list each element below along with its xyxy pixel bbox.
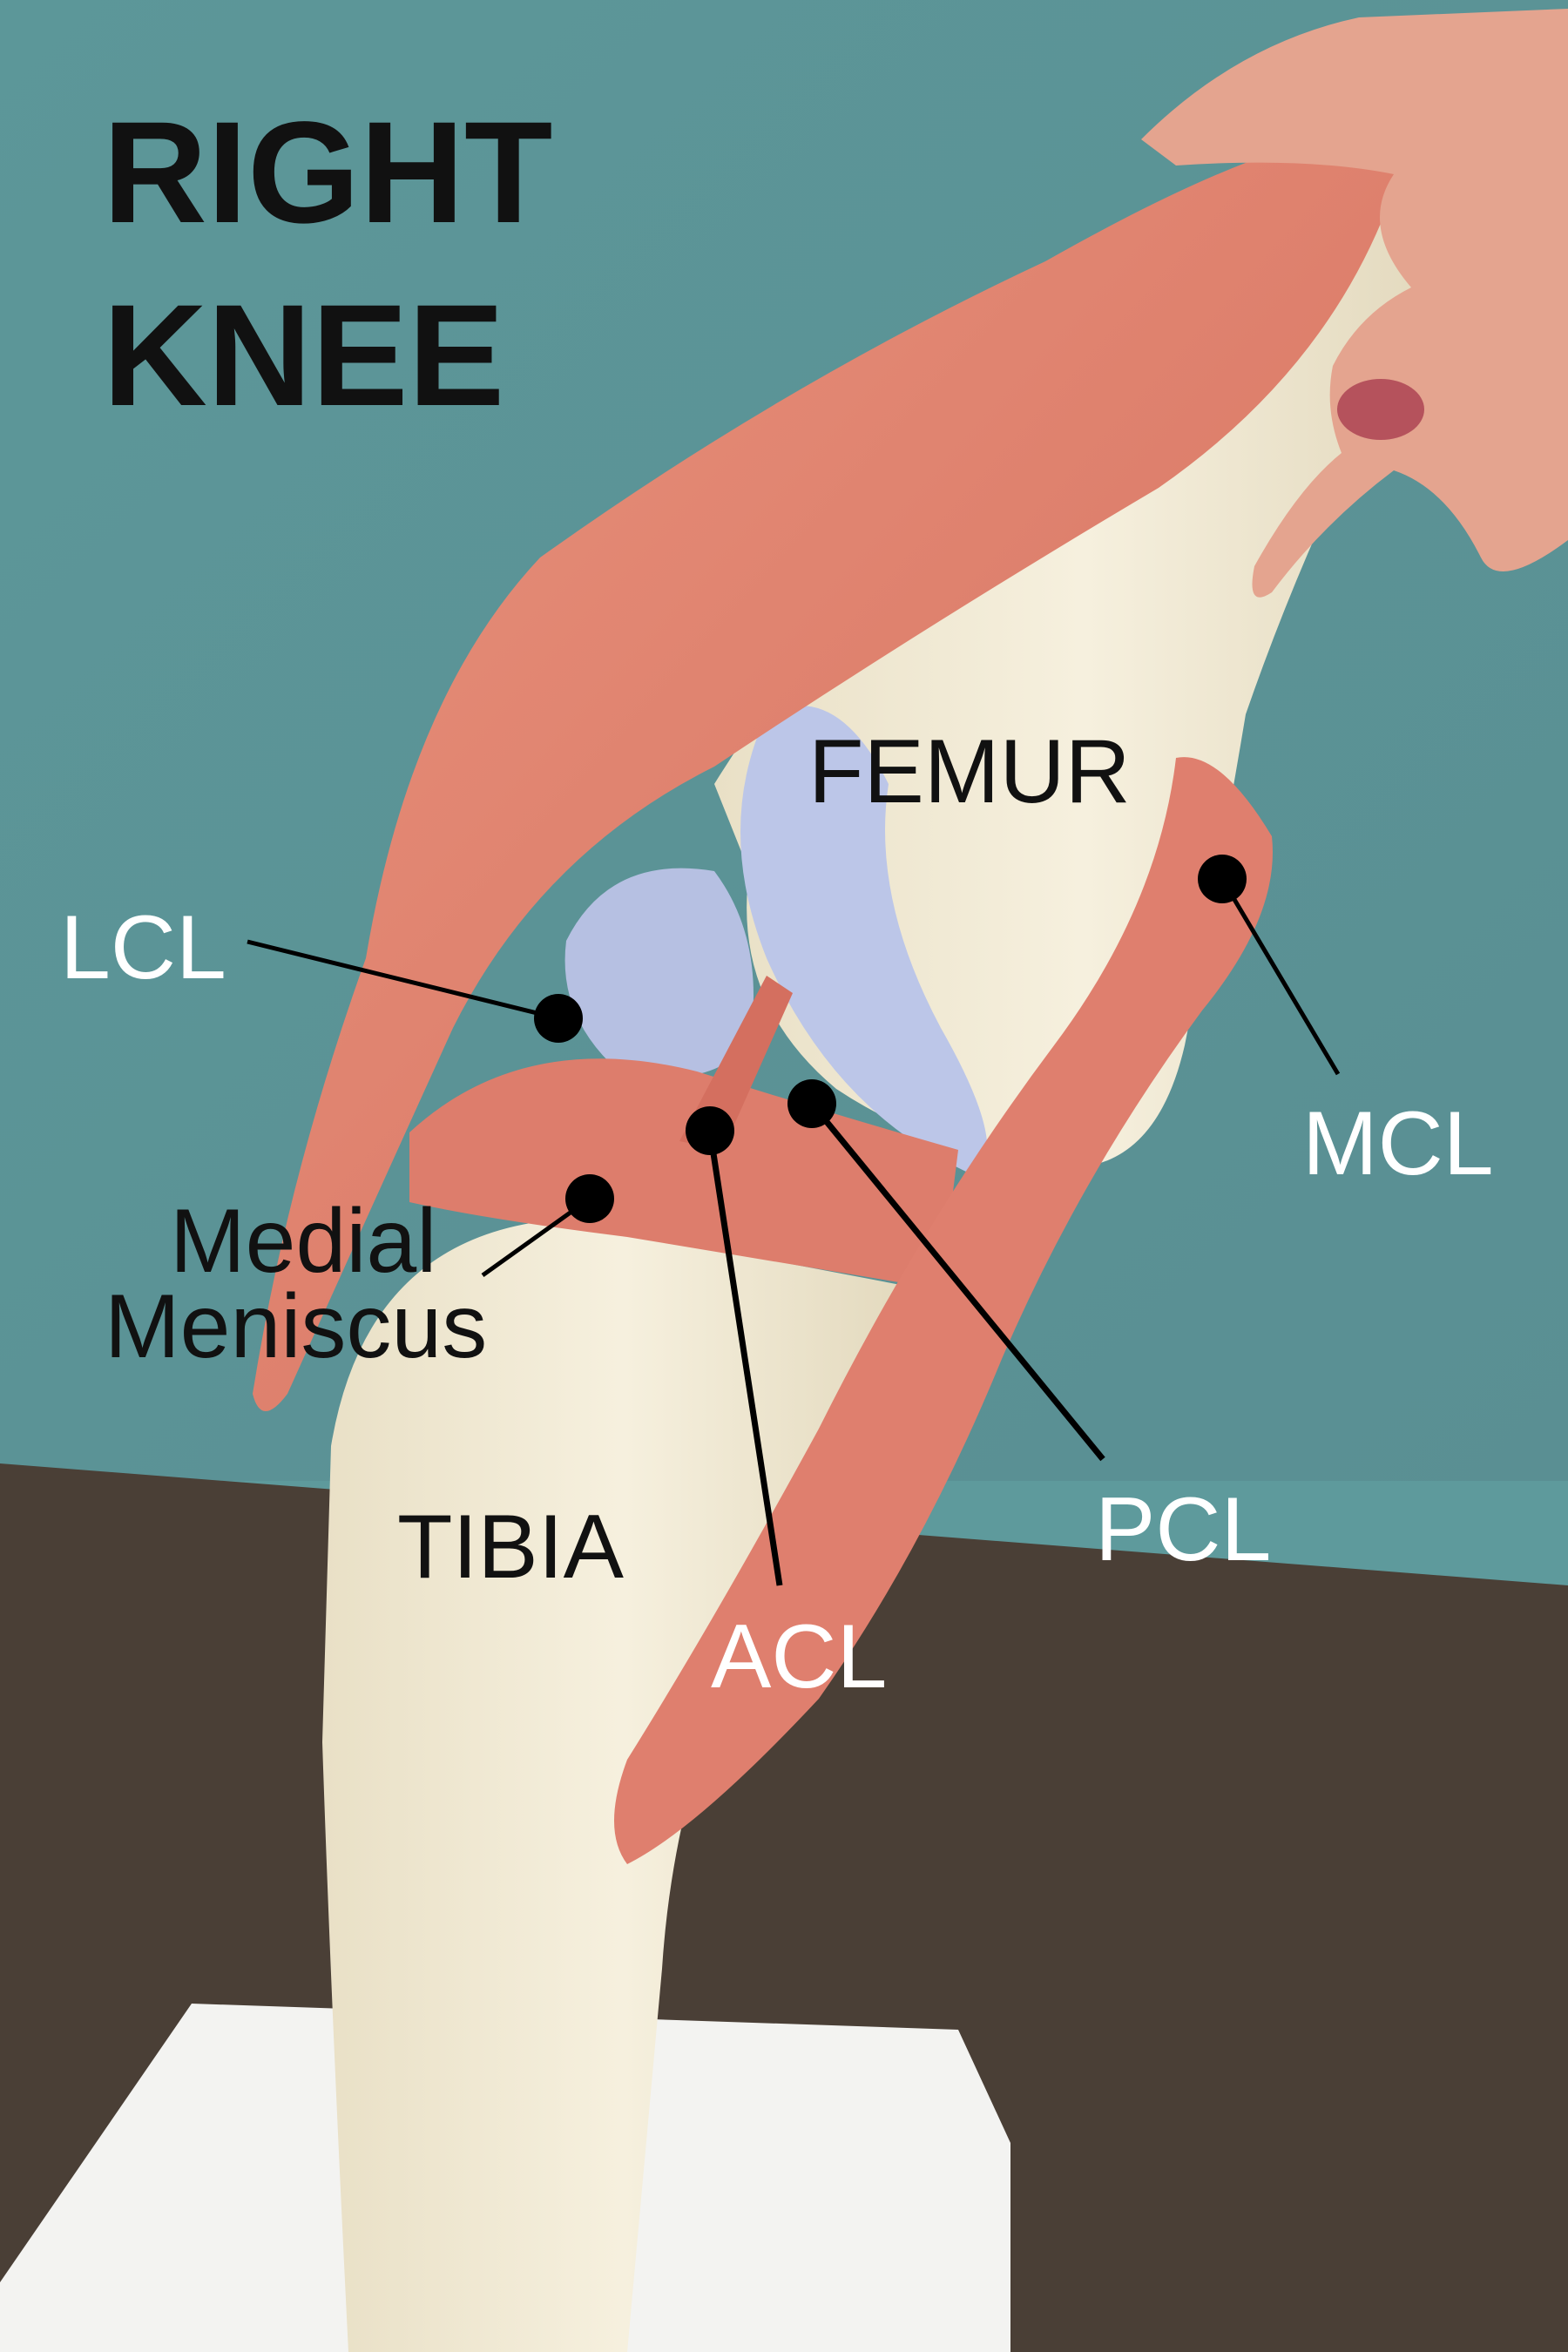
femur-bone [714, 183, 1453, 1167]
pcl-leader-line [809, 1101, 1105, 1462]
lcl-dot [534, 994, 583, 1043]
title-line-2: KNEE [103, 275, 504, 436]
mcl-leader-line [1220, 877, 1341, 1076]
femur-label: FEMUR [808, 721, 1131, 822]
meniscus-label-line-1: Medial [170, 1191, 436, 1292]
meniscus-dot [565, 1174, 614, 1223]
pcl-label: PCL [1095, 1479, 1271, 1580]
quadriceps-muscle [253, 128, 1411, 1411]
cruciate-ligaments [679, 976, 793, 1150]
pcl-dot [787, 1079, 836, 1128]
mcl-ligament [614, 757, 1273, 1865]
lcl-leader-line [247, 939, 559, 1021]
lcl-label: LCL [60, 897, 226, 998]
femoral-cartilage [740, 706, 988, 1176]
acl-label: ACL [711, 1606, 887, 1707]
meniscus-label-line-2: Meniscus [105, 1276, 487, 1377]
annotation-dots [534, 855, 1247, 1223]
fingernail [1337, 379, 1424, 440]
hand [1141, 9, 1568, 598]
mcl-label: MCL [1302, 1093, 1494, 1194]
mcl-dot [1198, 855, 1247, 903]
title-line-1: RIGHT [103, 92, 552, 253]
acl-leader-line [706, 1130, 783, 1586]
annotation-pointers [247, 877, 1341, 1586]
acl-dot [686, 1106, 734, 1155]
lateral-condyle-cartilage [564, 868, 754, 1077]
tibia-label: TIBIA [397, 1497, 625, 1598]
